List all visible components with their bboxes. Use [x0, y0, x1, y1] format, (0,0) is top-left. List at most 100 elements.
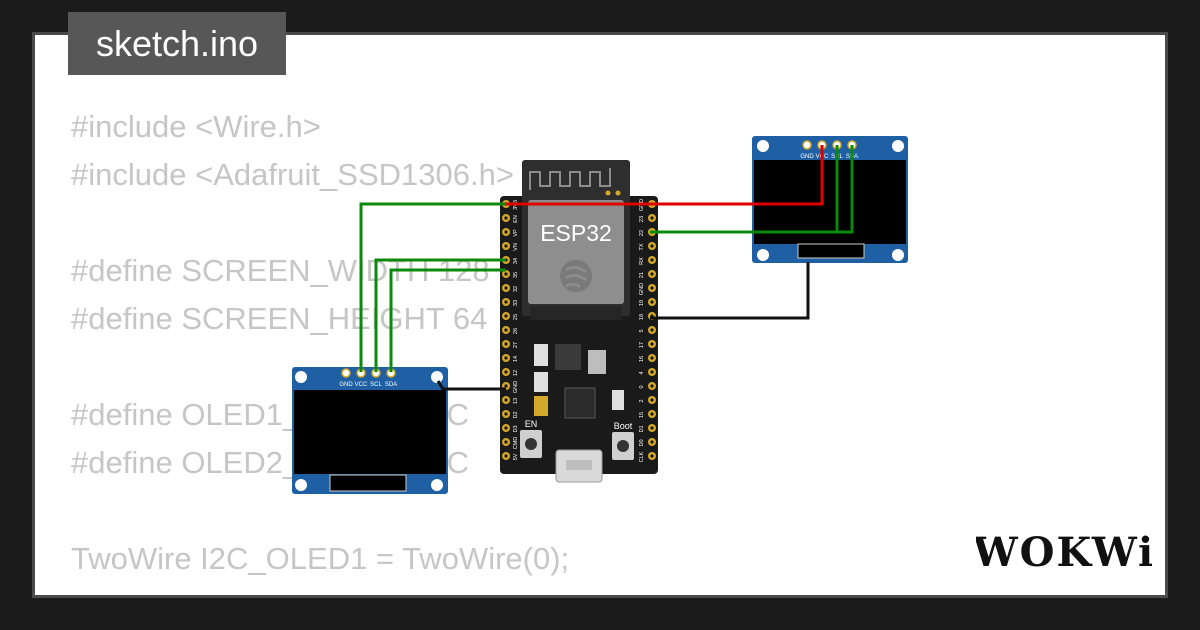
esp32-pin-label: VP	[513, 229, 519, 237]
pin-hole	[504, 244, 508, 248]
rf-shield	[528, 200, 624, 304]
pin-hole	[650, 384, 654, 388]
en-label: EN	[525, 419, 538, 429]
code-line: TwoWire I2C_OLED2 = TwoWire(1);	[71, 583, 569, 595]
pin-hole	[504, 230, 508, 234]
file-name-tab[interactable]: sketch.ino	[68, 12, 286, 75]
oled-pin-label: VCC	[355, 382, 368, 388]
pin-hole	[650, 244, 654, 248]
esp32-pin-label: 17	[639, 342, 645, 348]
esp32-pin-label: 25	[513, 314, 519, 320]
mount-hole	[431, 479, 443, 491]
pin-hole	[504, 384, 508, 388]
mount-hole	[757, 249, 769, 261]
esp32-pin-label: GND	[639, 283, 645, 295]
esp32-pin-label: D0	[639, 439, 645, 446]
pin-hole	[504, 328, 508, 332]
pin-hole	[650, 272, 654, 276]
esp32-pin-headers: 3V3ENVPVN343532332526271412GND13D2D3CMD5…	[502, 199, 656, 462]
oled-pin[interactable]	[341, 368, 351, 378]
pin-hole	[650, 258, 654, 262]
flex-cable	[329, 474, 407, 492]
pin-hole	[650, 216, 654, 220]
pin-hole	[504, 314, 508, 318]
espressif-swirl	[565, 266, 587, 289]
esp32-pin-label: 19	[639, 300, 645, 306]
esp32-pin-label: D1	[639, 425, 645, 432]
wire-gnd-right[interactable]	[650, 262, 810, 320]
oled-screen	[754, 160, 906, 244]
esp32-pin-label: 16	[639, 356, 645, 362]
esp32-label: ESP32	[540, 220, 612, 246]
wires	[359, 145, 854, 391]
usb-uart-chip	[564, 387, 596, 419]
mount-hole	[431, 371, 443, 383]
pin-hole	[650, 300, 654, 304]
pin-hole	[650, 356, 654, 360]
module-castellation	[530, 306, 622, 320]
esp32-pin-label: D3	[513, 425, 519, 432]
mount-hole	[892, 140, 904, 152]
esp32-pin-label: 4	[639, 371, 645, 374]
oled-pin-label: GND	[800, 154, 814, 160]
esp32-pin-label: TX	[639, 243, 645, 250]
antenna-trace-icon	[529, 168, 611, 190]
smd-resistor	[534, 372, 548, 392]
pin-hole	[504, 356, 508, 360]
esp32-pin-label: 15	[639, 412, 645, 418]
pin-hole	[504, 342, 508, 346]
esp32-pin-label: 26	[513, 328, 519, 334]
mount-hole	[295, 479, 307, 491]
flex-cable	[797, 243, 865, 259]
pin-hole	[504, 440, 508, 444]
smd-capacitor	[534, 344, 548, 366]
wokwi-logo: WOKWi	[976, 529, 1152, 576]
esp32-pin-label: 2	[639, 399, 645, 402]
esp32-pin-label: 5V	[513, 453, 519, 460]
wire-vcc-left[interactable]	[359, 202, 506, 372]
esp32-pin-label: VN	[513, 243, 519, 251]
pin-hole	[504, 272, 508, 276]
esp32-pin-label: 21	[639, 272, 645, 278]
esp32-board[interactable]: ESP32 EN Boot 3V3ENVPVN34353233252627141…	[500, 160, 658, 483]
oled-pin-label: GND	[339, 382, 353, 388]
pin-hole	[650, 370, 654, 374]
esp32-pin-label: GND	[513, 381, 519, 393]
oled-pin-label: SDA	[385, 382, 397, 388]
code-line: #define SCREEN_HEIGHT 64	[71, 301, 488, 336]
smd-led	[534, 396, 548, 416]
code-line: #include <Adafruit_SSD1306.h>	[71, 157, 514, 192]
oled-pin[interactable]	[802, 140, 812, 150]
smd-diode	[588, 350, 606, 374]
mount-hole	[295, 371, 307, 383]
wire-sda-right[interactable]	[650, 145, 854, 234]
wire-vcc-right[interactable]	[506, 145, 824, 206]
esp32-pin-label: 22	[639, 230, 645, 236]
pin-hole	[504, 454, 508, 458]
pin-hole	[650, 286, 654, 290]
esp32-pin-label: 33	[513, 300, 519, 306]
esp32-pin-label: 5	[639, 329, 645, 332]
wokwi-logo-text: WOKWi	[976, 529, 1152, 576]
oled-pin-label: SCL	[370, 382, 382, 388]
esp32-pin-label: CLK	[639, 451, 645, 462]
wire-gnd-left[interactable]	[436, 380, 506, 391]
pin-hole	[650, 342, 654, 346]
wire-sda-left[interactable]	[389, 268, 506, 372]
esp32-pin-label: 27	[513, 342, 519, 348]
oled-screen	[294, 390, 446, 474]
esp32-pin-label: 0	[639, 385, 645, 388]
esp32-pin-label: 13	[513, 398, 519, 404]
wire-scl-left[interactable]	[374, 258, 506, 372]
smd-resistor	[612, 390, 624, 410]
pin-hole	[650, 426, 654, 430]
pin-hole	[504, 398, 508, 402]
pin-hole	[504, 286, 508, 290]
esp32-pin-label: 14	[513, 356, 519, 362]
pin-hole	[504, 216, 508, 220]
boot-label: Boot	[614, 421, 633, 431]
solder-dot	[615, 190, 621, 196]
